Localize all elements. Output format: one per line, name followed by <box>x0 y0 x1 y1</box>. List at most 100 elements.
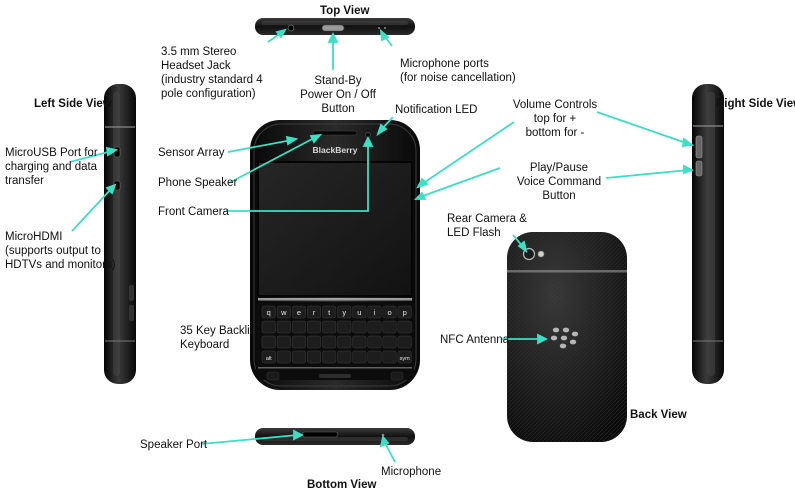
keyboard-key <box>397 350 412 364</box>
keyboard-key <box>367 320 382 334</box>
volume-rocker <box>695 135 703 159</box>
title-top-view: Top View <box>320 5 370 17</box>
keyboard-key <box>337 305 352 319</box>
keyboard-key-label: y <box>342 308 346 317</box>
callout-microhdmi <box>71 187 113 232</box>
label-microphone-ports: Microphone ports (for noise cancellation… <box>400 58 516 84</box>
keyboard-key-label: p <box>403 308 407 317</box>
callout-microusb <box>69 150 113 163</box>
keyboard-key <box>307 350 322 364</box>
led-flash <box>537 250 545 258</box>
keyboard-key <box>276 320 291 334</box>
keyboard-key <box>307 335 322 349</box>
keyboard-key <box>382 320 397 334</box>
screen <box>257 161 413 297</box>
keyboard-key <box>397 320 412 334</box>
label-speaker-port: Speaker Port <box>140 439 208 451</box>
keyboard-key <box>322 350 337 364</box>
keyboard-key-label: t <box>328 308 331 317</box>
keyboard-key-label: r <box>313 308 316 317</box>
keyboard-key <box>276 350 291 364</box>
keyboard-key <box>397 305 412 319</box>
title-bottom-view: Bottom View <box>307 479 377 491</box>
label-rear-camera: Rear Camera & LED Flash <box>447 213 527 239</box>
keyboard-key-label: o <box>387 308 391 317</box>
label-notification-led: Notification LED <box>395 104 478 116</box>
right-side-device <box>692 84 724 384</box>
keyboard-key <box>291 350 306 364</box>
keyboard-key <box>261 305 276 319</box>
keyboard-key <box>367 305 382 319</box>
keyboard-key <box>397 335 412 349</box>
top-view-device <box>255 18 415 35</box>
label-headset-jack: 3.5 mm Stereo Headset Jack (industry sta… <box>161 46 263 100</box>
keyboard-key <box>367 350 382 364</box>
blackberry-back-logo <box>550 327 579 349</box>
play-pause-button <box>695 160 703 177</box>
label-front-camera: Front Camera <box>158 206 229 218</box>
label-volume-controls: Volume Controls top for + bottom for - <box>512 99 598 139</box>
left-side-device <box>104 84 136 384</box>
callout-speaker-port <box>200 434 299 445</box>
label-standby-button: Stand-By Power On / Off Button <box>300 75 376 115</box>
keyboard-key <box>382 305 397 319</box>
title-left-side-view: Left Side View <box>34 98 112 110</box>
keyboard-key <box>337 350 352 364</box>
label-sensor-array: Sensor Array <box>158 147 225 159</box>
label-microhdmi: MicroHDMI (supports output to HDTVs and … <box>5 231 116 271</box>
keyboard-key <box>352 350 367 364</box>
keyboard-key <box>291 335 306 349</box>
label-microphone: Microphone <box>381 466 442 478</box>
callout-lines <box>69 28 695 463</box>
keyboard-key <box>291 305 306 319</box>
keyboard-key-label: w <box>280 308 287 317</box>
keyboard-key <box>337 335 352 349</box>
callout-play-pause-front <box>419 167 501 198</box>
callout-volume-front <box>421 121 515 185</box>
label-nfc-antenna: NFC Antenna <box>440 334 510 346</box>
back-device <box>507 232 627 442</box>
keyboard-key <box>352 320 367 334</box>
keyboard-key <box>382 335 397 349</box>
label-play-pause: Play/Pause Voice Command Button <box>516 162 602 202</box>
title-right-side-view: Right Side View <box>716 98 795 110</box>
headset-jack-port <box>287 24 295 32</box>
keyboard-key <box>322 305 337 319</box>
keyboard-key <box>276 335 291 349</box>
keyboard-key <box>337 320 352 334</box>
keyboard-key-label: q <box>267 308 271 317</box>
keyboard-key <box>322 320 337 334</box>
keyboard-key <box>261 335 276 349</box>
callout-volume-right <box>596 111 690 145</box>
brand-wordmark: BlackBerry <box>313 145 358 155</box>
keyboard-key-label: u <box>357 308 361 317</box>
keyboard-key <box>261 320 276 334</box>
keyboard-key-label: sym <box>400 356 411 362</box>
speaker-port <box>301 431 339 438</box>
callout-front-camera <box>226 142 369 212</box>
keyboard-key <box>307 305 322 319</box>
microusb-port <box>113 146 121 158</box>
keyboard-key <box>367 335 382 349</box>
callout-phone-speaker <box>228 136 317 184</box>
bottom-microphone <box>381 433 385 437</box>
keyboard-key <box>261 350 276 364</box>
keyboard-key <box>382 350 397 364</box>
keyboard-key <box>291 320 306 334</box>
label-phone-speaker: Phone Speaker <box>158 177 238 189</box>
standby-button <box>321 24 345 32</box>
label-keyboard: 35 Key Backlit Keyboard <box>180 325 253 351</box>
keyboard-key-label: alt <box>266 356 272 362</box>
keyboard-key-label: i <box>374 308 376 317</box>
keyboard-key <box>307 320 322 334</box>
label-microusb-port: MicroUSB Port for charging and data tran… <box>5 147 98 187</box>
keyboard-key <box>352 305 367 319</box>
phone-speaker-slot <box>312 130 358 136</box>
callout-sensor-array <box>227 139 293 153</box>
callout-play-pause-right <box>605 169 690 179</box>
title-back-view: Back View <box>630 409 687 421</box>
